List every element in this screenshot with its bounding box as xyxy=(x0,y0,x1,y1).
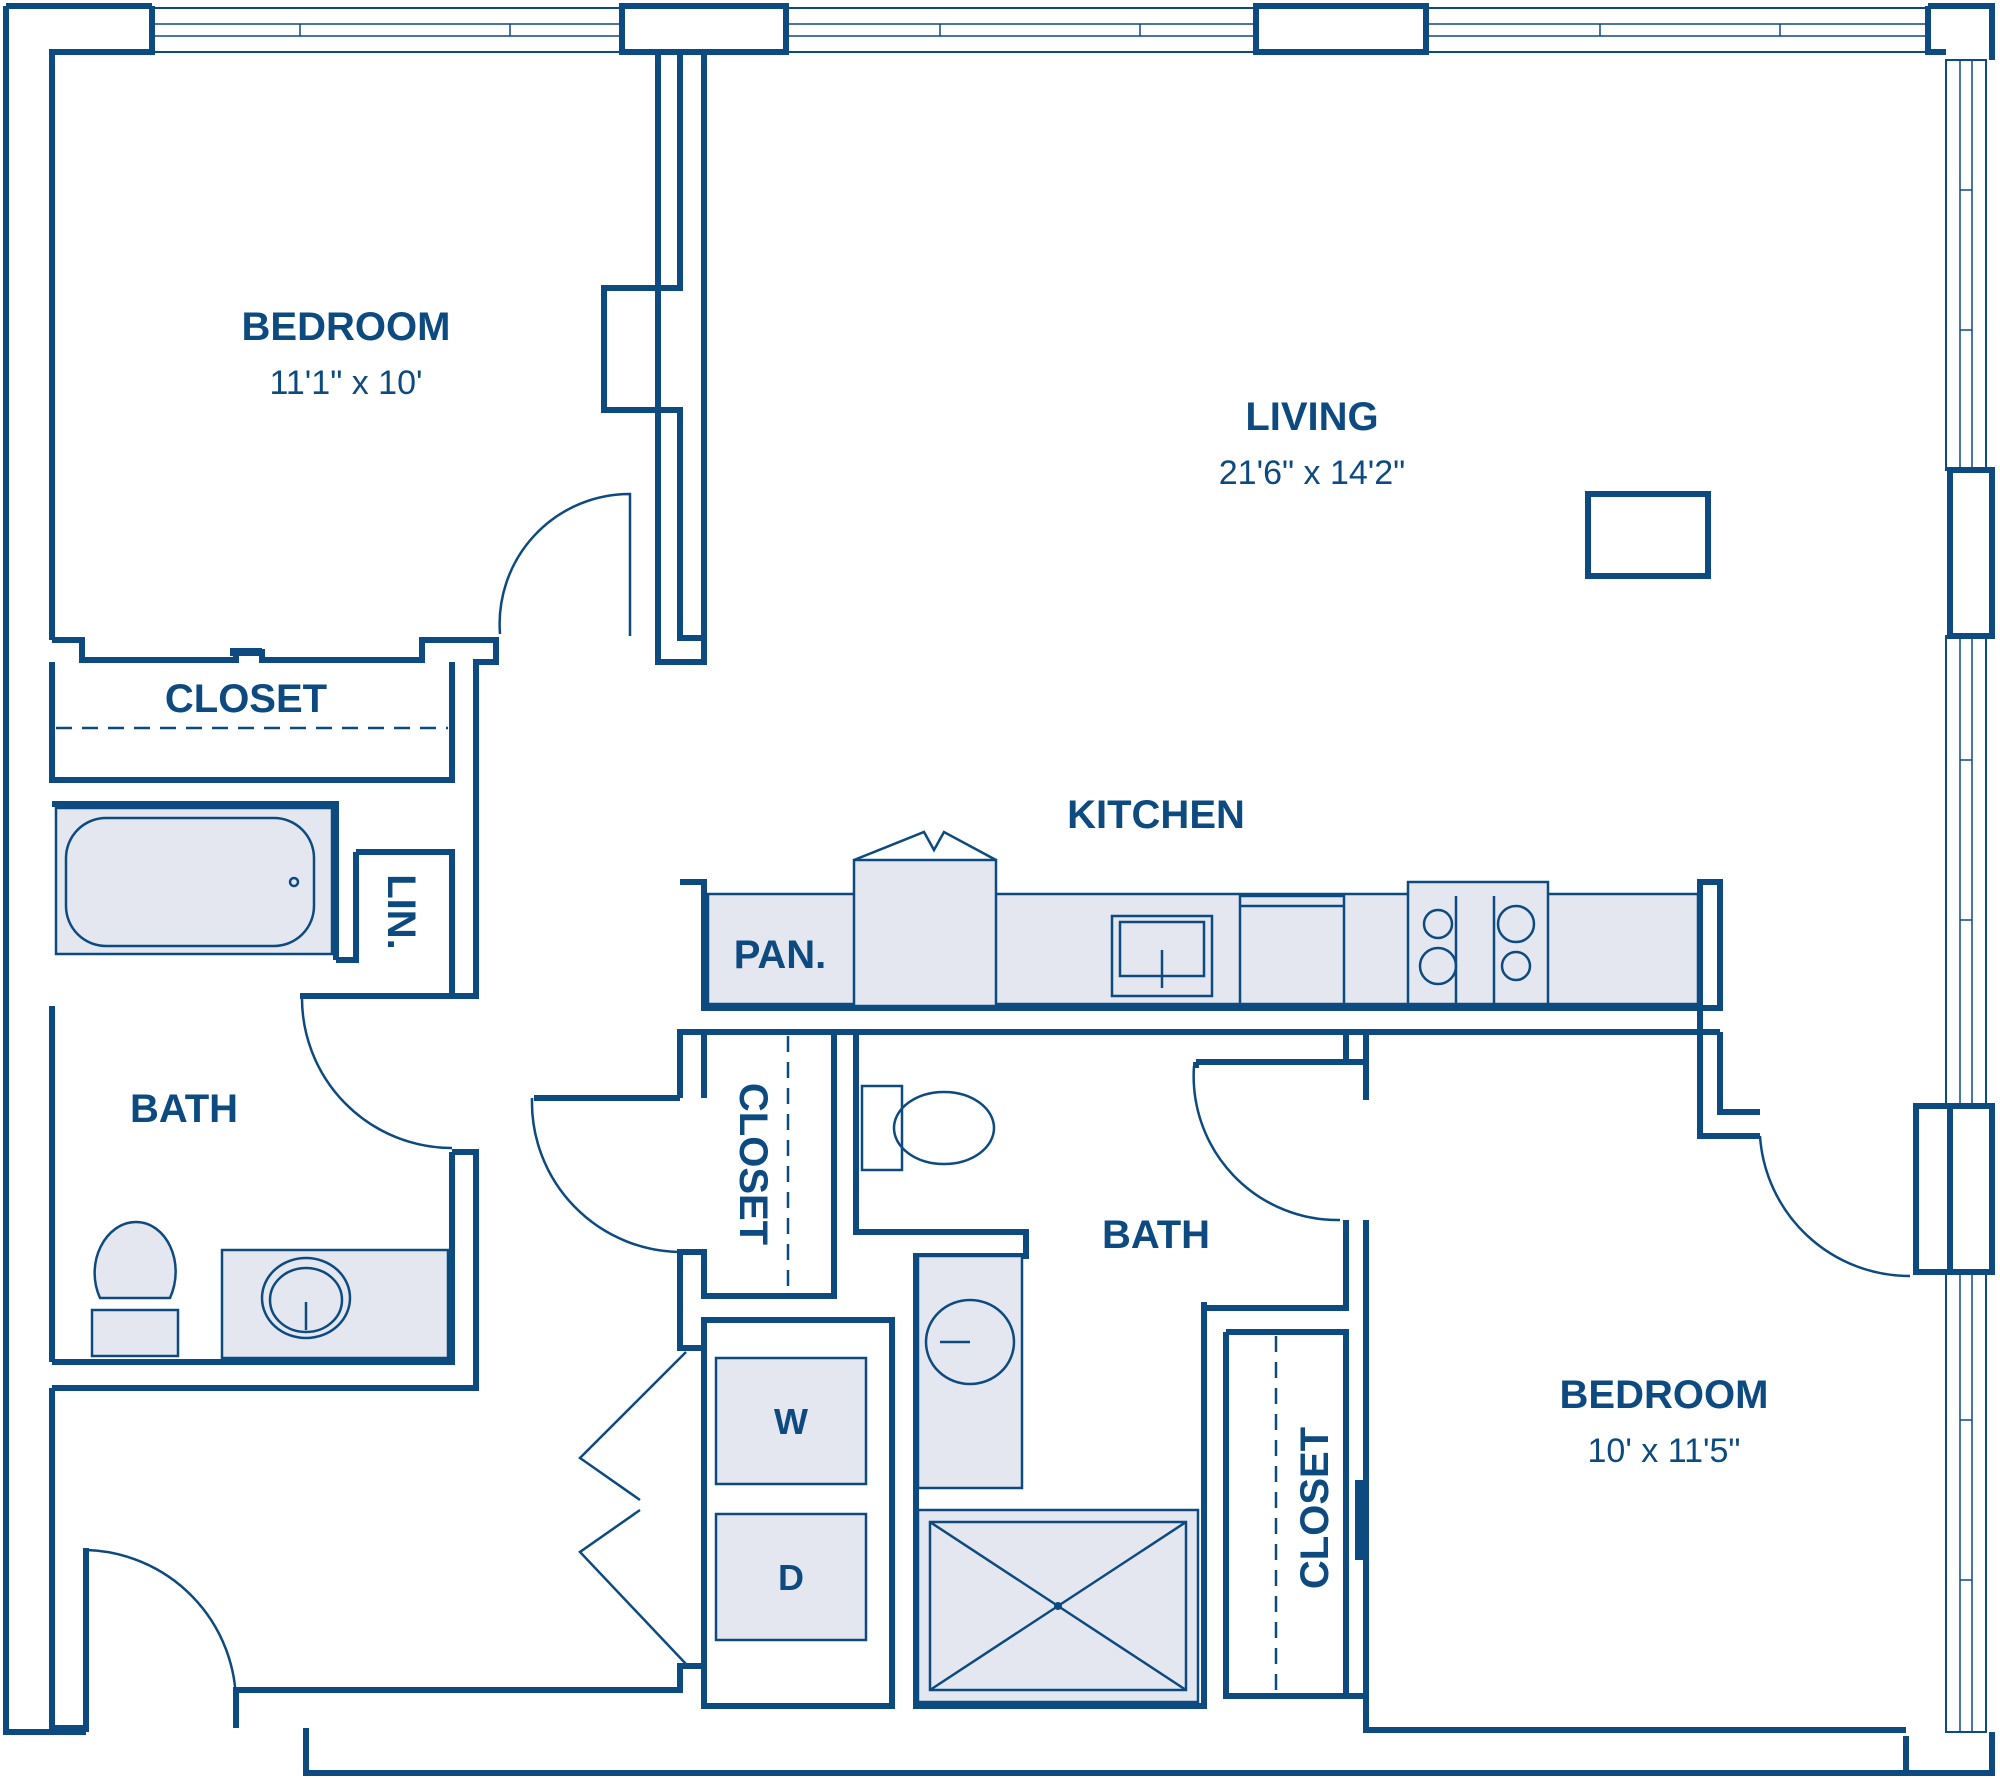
room-label-bedroom1: BEDROOM xyxy=(242,305,451,349)
dishwasher xyxy=(1238,894,1346,1006)
room-label-bedroom2: BEDROOM xyxy=(1560,1373,1769,1417)
kitchen-sink xyxy=(1110,914,1214,998)
appliance-label-washer: W xyxy=(774,1401,808,1442)
toilet-2 xyxy=(860,1084,904,1172)
room-dims-bedroom1: 11'1" x 10' xyxy=(270,364,423,402)
toilet-1 xyxy=(93,1220,177,1300)
cooktop xyxy=(1406,880,1550,1006)
room-dims-living: 21'6" x 14'2" xyxy=(1219,454,1405,492)
room-label-closet1: CLOSET xyxy=(165,677,327,721)
exterior-walls xyxy=(3,3,1995,1776)
refrigerator xyxy=(852,858,998,1008)
vanity-1 xyxy=(220,1248,450,1360)
room-label-kitchen: KITCHEN xyxy=(1067,793,1245,837)
closet-rods xyxy=(56,726,1278,1692)
fixtures xyxy=(54,491,1711,1704)
room-label-living: LIVING xyxy=(1245,395,1378,439)
room-label-closet2: CLOSET xyxy=(731,1083,775,1245)
bathtub xyxy=(54,806,334,956)
interior-walls xyxy=(49,52,1906,1733)
appliance-label-dryer: D xyxy=(778,1557,804,1598)
door-swings xyxy=(85,492,1911,1705)
washer xyxy=(714,1356,868,1486)
room-label-pantry: PAN. xyxy=(734,933,827,977)
vanity-2 xyxy=(916,1254,1024,1490)
living-fixture xyxy=(1585,491,1711,579)
room-label-bath2: BATH xyxy=(1102,1213,1210,1257)
dryer xyxy=(714,1512,868,1642)
room-label-bath1: BATH xyxy=(130,1087,238,1131)
room-labels: BEDROOM 11'1" x 10' LIVING 21'6" x 14'2"… xyxy=(130,305,1769,1598)
room-dims-bedroom2: 10' x 11'5" xyxy=(1588,1432,1741,1470)
room-label-linen: LIN. xyxy=(379,874,423,950)
room-label-closet3: CLOSET xyxy=(1293,1427,1337,1589)
windows xyxy=(151,7,1987,1733)
